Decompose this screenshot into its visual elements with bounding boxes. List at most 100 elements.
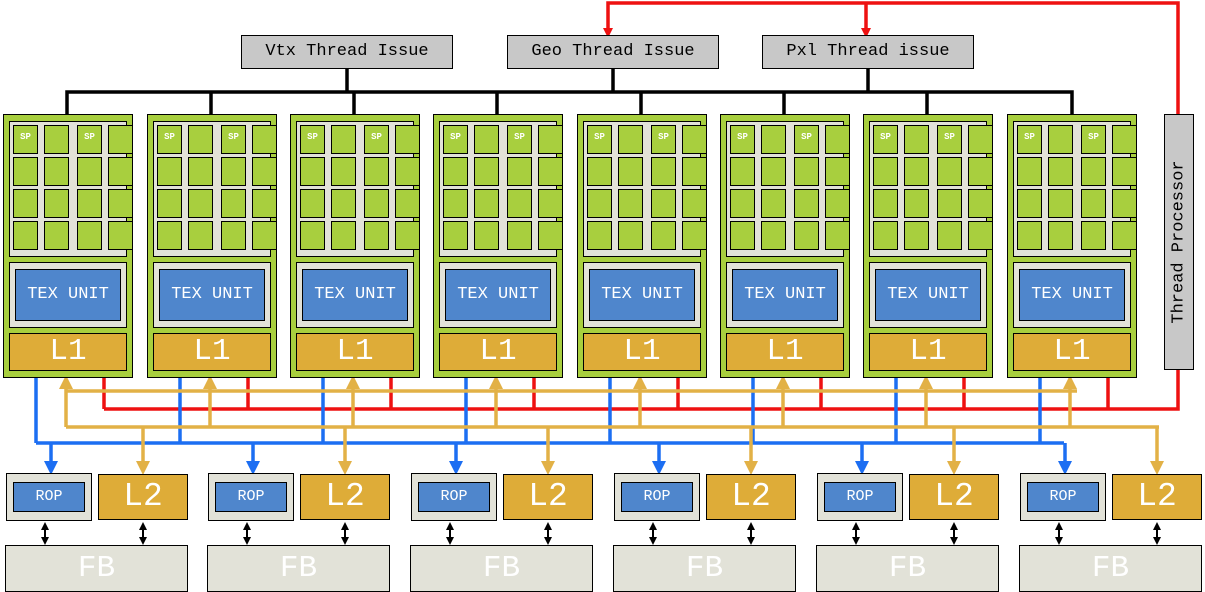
streaming-multiprocessor: SP [443, 125, 499, 253]
streaming-multiprocessor: SP [587, 125, 643, 253]
tex-unit-frame: TEX UNIT [583, 262, 701, 328]
thread-processor-label: Thread Processor [1169, 160, 1189, 324]
sp-label: SP [228, 132, 239, 142]
l1-cache: L1 [439, 333, 557, 371]
sp-core [1048, 157, 1073, 186]
sp-core [1112, 221, 1137, 250]
sp-core [651, 189, 676, 218]
rop-unit: ROP [13, 482, 85, 512]
sp-core [825, 157, 850, 186]
sp-core [587, 189, 612, 218]
sp-core [618, 157, 643, 186]
sp-core [1081, 221, 1106, 250]
sp-array: SP SP [439, 121, 563, 257]
tex-unit: TEX UNIT [875, 269, 981, 321]
sp-core: SP [507, 125, 532, 154]
tex-unit-frame: TEX UNIT [153, 262, 271, 328]
sp-core [221, 221, 246, 250]
tex-unit-frame: TEX UNIT [439, 262, 557, 328]
sp-core [1081, 157, 1106, 186]
sp-core [443, 221, 468, 250]
tex-unit-frame: TEX UNIT [296, 262, 414, 328]
rop-unit: ROP [418, 482, 490, 512]
sp-core [968, 125, 993, 154]
sp-core [825, 221, 850, 250]
sp-core [538, 221, 563, 250]
tex-unit-frame: TEX UNIT [9, 262, 127, 328]
sp-label: SP [371, 132, 382, 142]
sp-core [364, 221, 389, 250]
rop-frame: ROP [614, 473, 700, 521]
sp-core [157, 189, 182, 218]
sp-core [904, 221, 929, 250]
sp-core [618, 125, 643, 154]
sp-core: SP [651, 125, 676, 154]
l1-cache: L1 [1013, 333, 1131, 371]
sp-core [395, 125, 420, 154]
rop-frame: ROP [208, 473, 294, 521]
streaming-multiprocessor: SP [651, 125, 707, 253]
sp-core [538, 125, 563, 154]
sp-core [331, 125, 356, 154]
streaming-multiprocessor: SP [873, 125, 929, 253]
sp-core: SP [587, 125, 612, 154]
sp-core [904, 157, 929, 186]
sp-core [252, 125, 277, 154]
sp-core [13, 157, 38, 186]
issue-bus-wires [65, 69, 1074, 114]
sp-core [904, 189, 929, 218]
sp-core [730, 189, 755, 218]
thread-processor: Thread Processor [1164, 114, 1194, 370]
frame-buffer: FB [207, 545, 390, 592]
sp-core [188, 157, 213, 186]
sp-core [108, 157, 133, 186]
sp-core [507, 189, 532, 218]
sp-array: SP SP [1013, 121, 1137, 257]
sp-core [13, 189, 38, 218]
sp-core [1017, 157, 1042, 186]
sp-core: SP [77, 125, 102, 154]
sp-core: SP [221, 125, 246, 154]
sp-core [474, 125, 499, 154]
sp-label: SP [1088, 132, 1099, 142]
sp-core [188, 221, 213, 250]
sp-core [252, 157, 277, 186]
sp-core [395, 221, 420, 250]
tex-unit: TEX UNIT [445, 269, 551, 321]
sp-core: SP [364, 125, 389, 154]
sp-core [1112, 125, 1137, 154]
rop-unit: ROP [215, 482, 287, 512]
issue-bus [65, 90, 1074, 114]
sp-core [794, 189, 819, 218]
l2-cache: L2 [503, 474, 593, 520]
l1-cache: L1 [296, 333, 414, 371]
sp-core [1048, 221, 1073, 250]
geo-thread-issue: Geo Thread Issue [507, 35, 719, 69]
l2-cache: L2 [300, 474, 390, 520]
frame-buffer: FB [613, 545, 796, 592]
sp-label: SP [164, 132, 175, 142]
sp-core [157, 221, 182, 250]
tex-unit-frame: TEX UNIT [869, 262, 987, 328]
sp-core [364, 157, 389, 186]
sp-array: SP SP [296, 121, 420, 257]
sp-core [761, 221, 786, 250]
sp-core [474, 221, 499, 250]
streaming-multiprocessor: SP [1017, 125, 1073, 253]
sp-core [538, 157, 563, 186]
sp-core [873, 157, 898, 186]
sp-core [618, 189, 643, 218]
sp-core [108, 221, 133, 250]
sp-core [13, 221, 38, 250]
sp-core [44, 189, 69, 218]
sp-core [825, 125, 850, 154]
sp-label: SP [307, 132, 318, 142]
pxl-thread-issue: Pxl Thread issue [762, 35, 974, 69]
sp-core [44, 221, 69, 250]
